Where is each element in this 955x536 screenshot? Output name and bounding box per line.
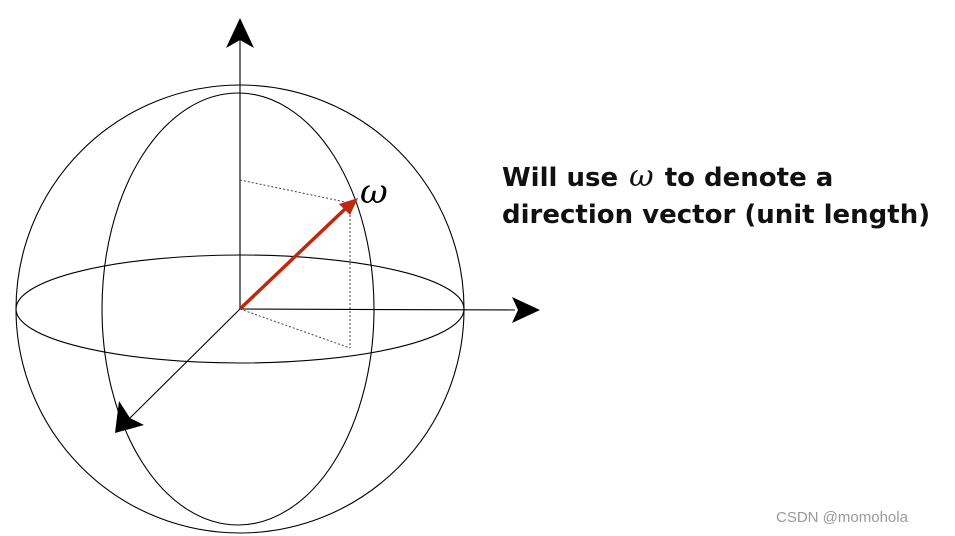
projection-to-vertical-axis	[239, 179, 351, 204]
projection-on-equator	[239, 308, 351, 349]
caption-text-before-symbol: Will use	[502, 163, 619, 193]
caption: Will use ω to denote a direction vector …	[502, 158, 930, 234]
diagonal-axis	[129, 308, 241, 419]
direction-vector-arrowhead	[339, 198, 358, 215]
watermark: CSDN @momohola	[776, 509, 908, 526]
direction-vector	[239, 207, 347, 310]
vertical-axis-arrowhead	[226, 18, 254, 48]
vector-label: ω	[360, 172, 388, 212]
horizontal-axis	[239, 308, 516, 311]
diagonal-axis-arrowhead	[115, 401, 144, 433]
caption-omega-symbol: ω	[629, 159, 654, 194]
caption-line-1: Will use ω to denote a	[502, 158, 930, 197]
caption-text-after-symbol: to denote a	[664, 163, 834, 193]
horizontal-axis-arrowhead	[512, 297, 540, 323]
caption-line-2: direction vector (unit length)	[502, 200, 931, 230]
